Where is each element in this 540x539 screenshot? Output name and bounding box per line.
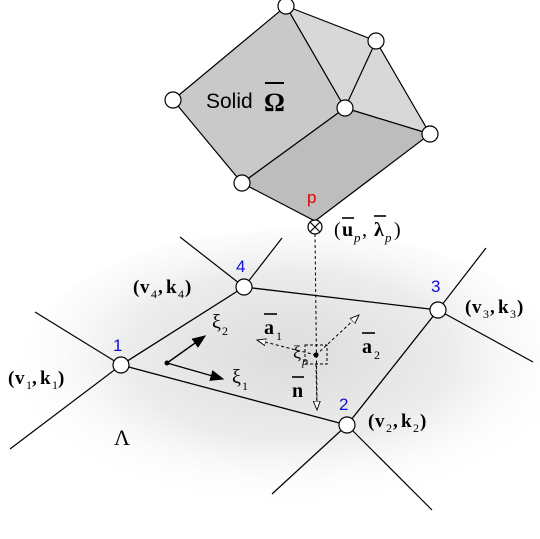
svg-text:ξ: ξ (212, 311, 221, 333)
interface-node-1 (112, 356, 130, 374)
xi-p-label: ξ p (293, 342, 308, 368)
mesh-edge (9, 364, 122, 450)
svg-text:ξ: ξ (293, 342, 301, 362)
svg-text:k: k (498, 297, 509, 318)
svg-text:λ: λ (374, 219, 384, 241)
svg-text:,: , (158, 277, 163, 298)
svg-text:a: a (264, 317, 274, 339)
svg-text:k: k (40, 368, 51, 389)
solid-node (421, 125, 439, 143)
svg-text:1: 1 (52, 378, 58, 392)
svg-text:(: ( (334, 219, 341, 241)
solid-edge (344, 40, 377, 109)
svg-text:v: v (15, 368, 25, 389)
svg-text:,: , (393, 411, 398, 432)
svg-text:,: , (490, 297, 495, 318)
node-pair-label-2: ( v 2 , k 2 ) (368, 411, 426, 435)
interface-node-3 (429, 301, 447, 319)
svg-text:1: 1 (242, 379, 248, 393)
node-pair-label-1: ( v 1 , k 1 ) (8, 368, 64, 392)
point-label: p (307, 188, 316, 207)
svg-text:3: 3 (483, 307, 489, 321)
svg-text:v: v (140, 277, 150, 298)
svg-text:,: , (32, 368, 37, 389)
point-p-marker (307, 219, 323, 235)
svg-text:2: 2 (386, 421, 392, 435)
solid-node (233, 174, 251, 192)
svg-text:u: u (342, 219, 353, 241)
a2-label: a 2 (362, 332, 380, 362)
svg-text:v: v (375, 411, 385, 432)
svg-text:3: 3 (510, 307, 516, 321)
xi2-label: ξ 2 (212, 311, 228, 338)
svg-text:): ) (517, 297, 523, 318)
node-number-2: 2 (339, 395, 348, 414)
solid-symbol: Ω (264, 88, 285, 117)
svg-text:2: 2 (374, 348, 380, 362)
node-pair-label-3: ( v 3 , k 3 ) (465, 297, 523, 321)
node-number-1: 1 (113, 336, 122, 355)
node-number-4: 4 (236, 257, 245, 276)
node-number-3: 3 (431, 277, 440, 296)
interface-node-4 (235, 278, 253, 296)
mesh-edge (437, 247, 487, 311)
interface-node-2 (338, 416, 356, 434)
svg-text:4: 4 (151, 287, 157, 301)
a1-vector-arrow (257, 340, 317, 356)
svg-text:1: 1 (276, 329, 282, 343)
svg-text:): ) (58, 368, 64, 389)
mesh-edge (243, 237, 283, 288)
svg-text:2: 2 (413, 421, 419, 435)
projection-line (314, 233, 318, 403)
svg-text:): ) (420, 411, 426, 432)
interface-element (9, 236, 534, 511)
svg-text:(: ( (368, 411, 374, 432)
svg-text:k: k (166, 277, 177, 298)
svg-text:p: p (353, 230, 361, 245)
svg-text:k: k (401, 411, 412, 432)
mesh-edge (437, 309, 534, 363)
svg-text:p: p (301, 354, 308, 368)
solid-node (367, 32, 385, 50)
svg-text:2: 2 (222, 324, 228, 338)
svg-text:): ) (394, 219, 401, 241)
svg-text:ξ: ξ (232, 366, 241, 388)
point-values-label: ( u p , λ p ) (334, 215, 401, 245)
solid-block (164, 0, 439, 222)
surface-symbol: Λ (114, 425, 130, 450)
svg-text:(: ( (133, 277, 139, 298)
solid-node (336, 99, 354, 117)
svg-text:,: , (362, 219, 367, 241)
normal-vector-arrow (316, 363, 317, 410)
surface-shading (20, 230, 540, 510)
solid-node (164, 91, 182, 109)
mesh-edge (271, 424, 348, 495)
xi2-axis-arrow (166, 335, 207, 364)
svg-text:v: v (472, 297, 482, 318)
svg-text:p: p (384, 230, 392, 245)
a1-label: a 1 (264, 313, 282, 343)
svg-text:4: 4 (178, 287, 184, 301)
mesh-edge (34, 311, 122, 366)
mesh-edge (179, 236, 245, 288)
node-pair-label-4: ( v 4 , k 4 ) (133, 277, 191, 301)
svg-text:(: ( (465, 297, 471, 318)
xi1-label: ξ 1 (232, 366, 248, 393)
normal-label: n (292, 376, 304, 402)
svg-text:(: ( (8, 368, 14, 389)
xi1-axis-arrow (166, 362, 225, 381)
mesh-edge (346, 424, 433, 511)
svg-text:a: a (362, 336, 372, 358)
svg-text:n: n (292, 380, 303, 402)
svg-text:1: 1 (26, 378, 32, 392)
svg-text:): ) (185, 277, 191, 298)
solid-node (277, 0, 295, 15)
a2-vector-arrow (315, 315, 359, 356)
solid-label: Solid (206, 90, 253, 113)
